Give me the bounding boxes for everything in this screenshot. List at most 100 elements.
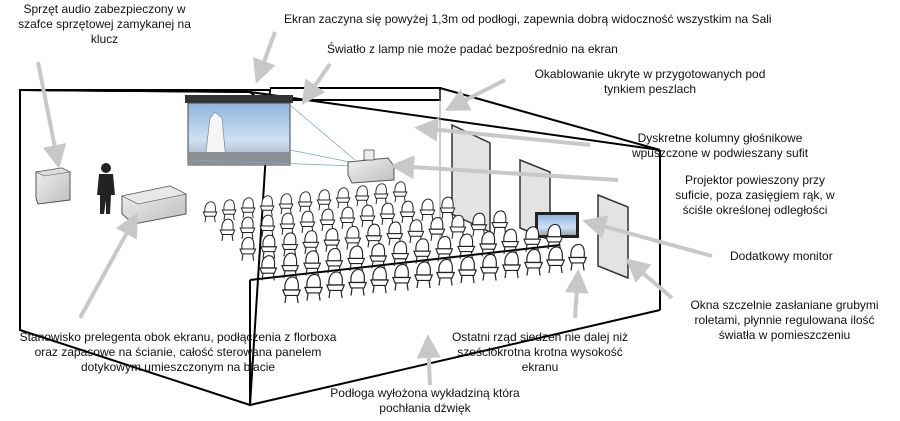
seat	[435, 235, 454, 262]
seat	[479, 253, 500, 281]
seat	[239, 236, 257, 261]
label-screen-height: Ekran zaczyna się powyżej 1,3m od podłog…	[284, 12, 772, 26]
arrow-podium	[78, 212, 138, 319]
seat	[325, 271, 346, 299]
seat	[239, 216, 256, 239]
seat	[259, 214, 276, 237]
seat	[344, 225, 362, 250]
seat	[501, 251, 522, 279]
seat	[501, 228, 520, 255]
seat	[413, 261, 434, 289]
label-monitor: Dodatkowy monitor	[730, 249, 833, 263]
seat	[319, 208, 336, 231]
additional-monitor	[535, 212, 579, 238]
seat	[491, 210, 509, 235]
seat	[240, 197, 256, 219]
seat	[259, 255, 278, 281]
seat	[449, 214, 467, 239]
seat	[567, 243, 588, 271]
arrow-floor	[416, 334, 441, 386]
audience-seats	[202, 181, 588, 304]
label-cabling: Okablowanie ukryte w przygotowanych pod …	[534, 67, 766, 96]
seat	[470, 212, 488, 237]
seat	[369, 243, 388, 269]
seat	[303, 273, 324, 301]
audio-cabinet	[35, 167, 71, 205]
seat	[219, 218, 236, 241]
seat	[419, 198, 436, 221]
seat	[354, 185, 370, 207]
label-light: Światło z lamp nie może padać bezpośredn…	[327, 42, 618, 56]
seat	[302, 230, 320, 255]
label-last-row: Ostatni rząd siedzeń nie dalej niż sześc…	[451, 330, 629, 374]
seat	[365, 223, 383, 248]
label-audio: Sprzęt audio zabezpieczony w szafce sprz…	[18, 2, 191, 46]
arrow-projector	[390, 155, 619, 182]
arrow-speakers	[414, 117, 591, 147]
seat	[373, 183, 389, 205]
seat	[439, 196, 456, 219]
seat	[379, 202, 396, 225]
seat	[316, 189, 332, 211]
label-podium: Stanowisko prelegenta obok ekranu, podłą…	[19, 330, 337, 374]
projector	[347, 149, 395, 184]
floor-front-edge	[249, 309, 661, 406]
arrow-cabling	[444, 78, 506, 111]
seat	[386, 221, 404, 246]
seat	[279, 212, 296, 235]
top-right-edge	[19, 89, 251, 93]
seat	[281, 276, 302, 304]
label-windows: Okna szczelnie zasłaniane grubymi roleta…	[690, 298, 879, 342]
projection-screen	[185, 95, 293, 166]
seat	[435, 258, 456, 286]
seat	[202, 201, 218, 223]
seat	[392, 181, 408, 203]
seat	[369, 266, 390, 294]
seat	[278, 193, 294, 215]
seat	[260, 234, 278, 259]
seat	[359, 204, 376, 227]
arrow-monitor	[582, 215, 713, 258]
back-wall-edge	[439, 87, 661, 151]
seat	[299, 210, 316, 233]
podium-desk	[121, 185, 187, 225]
callout-arrows	[36, 31, 713, 386]
seat	[339, 206, 356, 229]
seat	[347, 245, 366, 271]
seat	[523, 226, 542, 252]
seat	[413, 238, 432, 264]
seat	[545, 246, 566, 274]
seat	[457, 233, 476, 259]
seat	[303, 250, 322, 276]
arrow-screen-height	[252, 31, 277, 84]
seat	[281, 252, 300, 279]
projector-beam	[189, 104, 356, 167]
label-speakers: Dyskretne kolumny głośnikowe wpuszczone …	[631, 131, 809, 160]
floor-mid-edge	[249, 244, 561, 281]
window-3	[597, 193, 629, 280]
seat	[259, 195, 275, 217]
seat	[457, 256, 478, 284]
arrow-audio	[36, 61, 67, 169]
seat	[545, 223, 564, 250]
seat	[221, 199, 237, 221]
seat	[281, 232, 299, 257]
seat	[347, 268, 368, 296]
arrow-light	[301, 62, 332, 105]
seat	[391, 240, 410, 267]
presenter-silhouette	[97, 163, 115, 214]
seat	[523, 248, 544, 276]
seat	[407, 219, 425, 244]
arrow-windows	[625, 258, 674, 300]
seat	[325, 247, 344, 274]
seat	[391, 263, 412, 291]
arrow-last-row	[564, 269, 589, 319]
label-floor: Podłoga wyłożona wykładziną która pochła…	[330, 386, 520, 415]
label-projector: Projektor powieszony przy suficie, poza …	[675, 173, 835, 217]
seat	[399, 200, 416, 223]
seat	[297, 191, 313, 213]
seat	[335, 187, 351, 209]
seat	[479, 231, 498, 257]
seat	[323, 228, 341, 252]
